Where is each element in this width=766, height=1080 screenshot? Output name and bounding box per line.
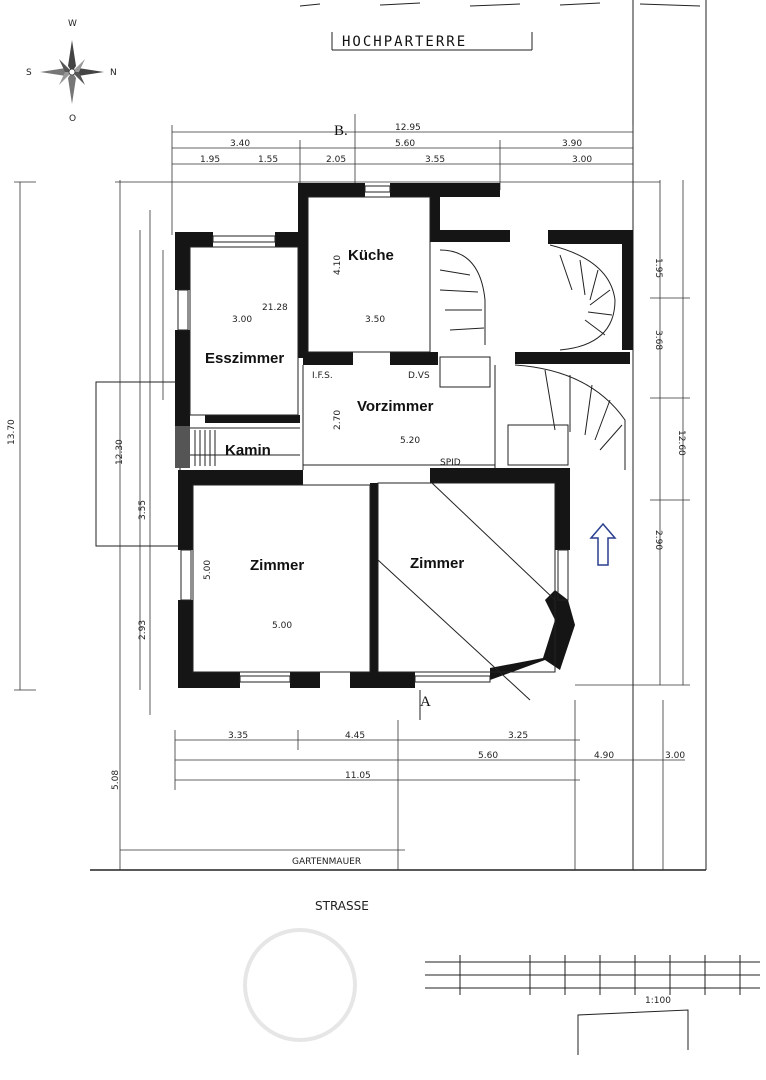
label-ifs: I.F.S. xyxy=(312,371,333,381)
dim-top-a: 3.40 xyxy=(230,139,250,149)
dim-bottom-b: 4.45 xyxy=(345,731,365,741)
watermark-logo xyxy=(243,928,357,1042)
dim-left-a: 12.30 xyxy=(115,439,125,465)
entrance-arrow-icon xyxy=(589,522,617,566)
room-label-zimmer-right: Zimmer xyxy=(410,555,464,572)
dimension-lines-right xyxy=(575,180,690,686)
scale-bracket xyxy=(577,1009,689,1055)
dim-bottom-f: 3.00 xyxy=(665,751,685,761)
compass-s: S xyxy=(26,68,32,78)
dim-bottom-d: 5.60 xyxy=(478,751,498,761)
dim-left-total: 13.70 xyxy=(7,419,17,445)
staircase xyxy=(439,244,626,470)
dim-kueche-w: 3.50 xyxy=(365,315,385,325)
dim-left-c: 2.93 xyxy=(138,620,148,640)
dim-zimmer-w: 5.00 xyxy=(272,621,292,631)
dim-top-d: 1.95 xyxy=(200,155,220,165)
scale-bar xyxy=(425,955,760,995)
dim-top-c: 3.90 xyxy=(562,139,582,149)
dim-esszimmer-w: 3.00 xyxy=(232,315,252,325)
label-scale: 1:100 xyxy=(645,996,671,1006)
walls xyxy=(175,183,633,688)
dimension-lines-bottom xyxy=(120,700,685,870)
compass-w: W xyxy=(68,19,77,29)
dim-top-e: 1.55 xyxy=(258,155,278,165)
dim-bottom-a: 3.35 xyxy=(228,731,248,741)
top-edge-marks xyxy=(299,2,701,7)
dim-zimmer-h: 5.00 xyxy=(203,560,213,580)
dim-bottom-total: 11.05 xyxy=(345,771,371,781)
dim-top-b: 5.60 xyxy=(395,139,415,149)
interior-lines xyxy=(189,196,556,701)
dim-vorz-h: 2.70 xyxy=(333,410,343,430)
room-label-kueche: Küche xyxy=(348,247,394,264)
compass-rose-icon xyxy=(40,40,104,104)
label-strasse: STRASSE xyxy=(315,899,369,913)
room-label-esszimmer: Esszimmer xyxy=(205,350,284,367)
dim-right-b: 1.95 xyxy=(653,258,663,278)
dim-top-f: 2.05 xyxy=(326,155,346,165)
dim-kueche-h: 4.10 xyxy=(333,255,343,275)
dim-right-c: 2.90 xyxy=(653,530,663,550)
room-label-kamin: Kamin xyxy=(225,442,271,459)
dim-side-c: 5.08 xyxy=(111,770,121,790)
compass-o: O xyxy=(69,114,76,124)
dim-right-total: 12.60 xyxy=(676,430,686,456)
label-spid: SPID xyxy=(440,458,461,468)
dim-top-g: 3.55 xyxy=(425,155,445,165)
section-mark-a: A xyxy=(420,694,431,710)
dim-left-b: 3.55 xyxy=(138,500,148,520)
windows xyxy=(177,185,569,683)
label-dvs: D.VS xyxy=(408,371,430,381)
label-gartenmauer: GARTENMAUER xyxy=(292,857,361,867)
compass-n: N xyxy=(110,68,117,78)
plan-title: HOCHPARTERRE xyxy=(342,34,467,50)
dim-top-h: 3.00 xyxy=(572,155,592,165)
dim-top-total: 12.95 xyxy=(395,123,421,133)
room-label-zimmer-left: Zimmer xyxy=(250,557,304,574)
dim-bottom-e: 4.90 xyxy=(594,751,614,761)
dim-right-a: 3.68 xyxy=(653,330,663,350)
dim-ess-area: 21.28 xyxy=(262,303,288,313)
dim-vorz-w: 5.20 xyxy=(400,436,420,446)
section-mark-b: B. xyxy=(334,123,348,139)
dimension-lines-left xyxy=(14,180,181,870)
dim-bottom-c: 3.25 xyxy=(508,731,528,741)
room-label-vorzimmer: Vorzimmer xyxy=(357,398,434,415)
fireplace-hatch xyxy=(194,430,216,466)
dimension-lines-top xyxy=(115,114,660,235)
